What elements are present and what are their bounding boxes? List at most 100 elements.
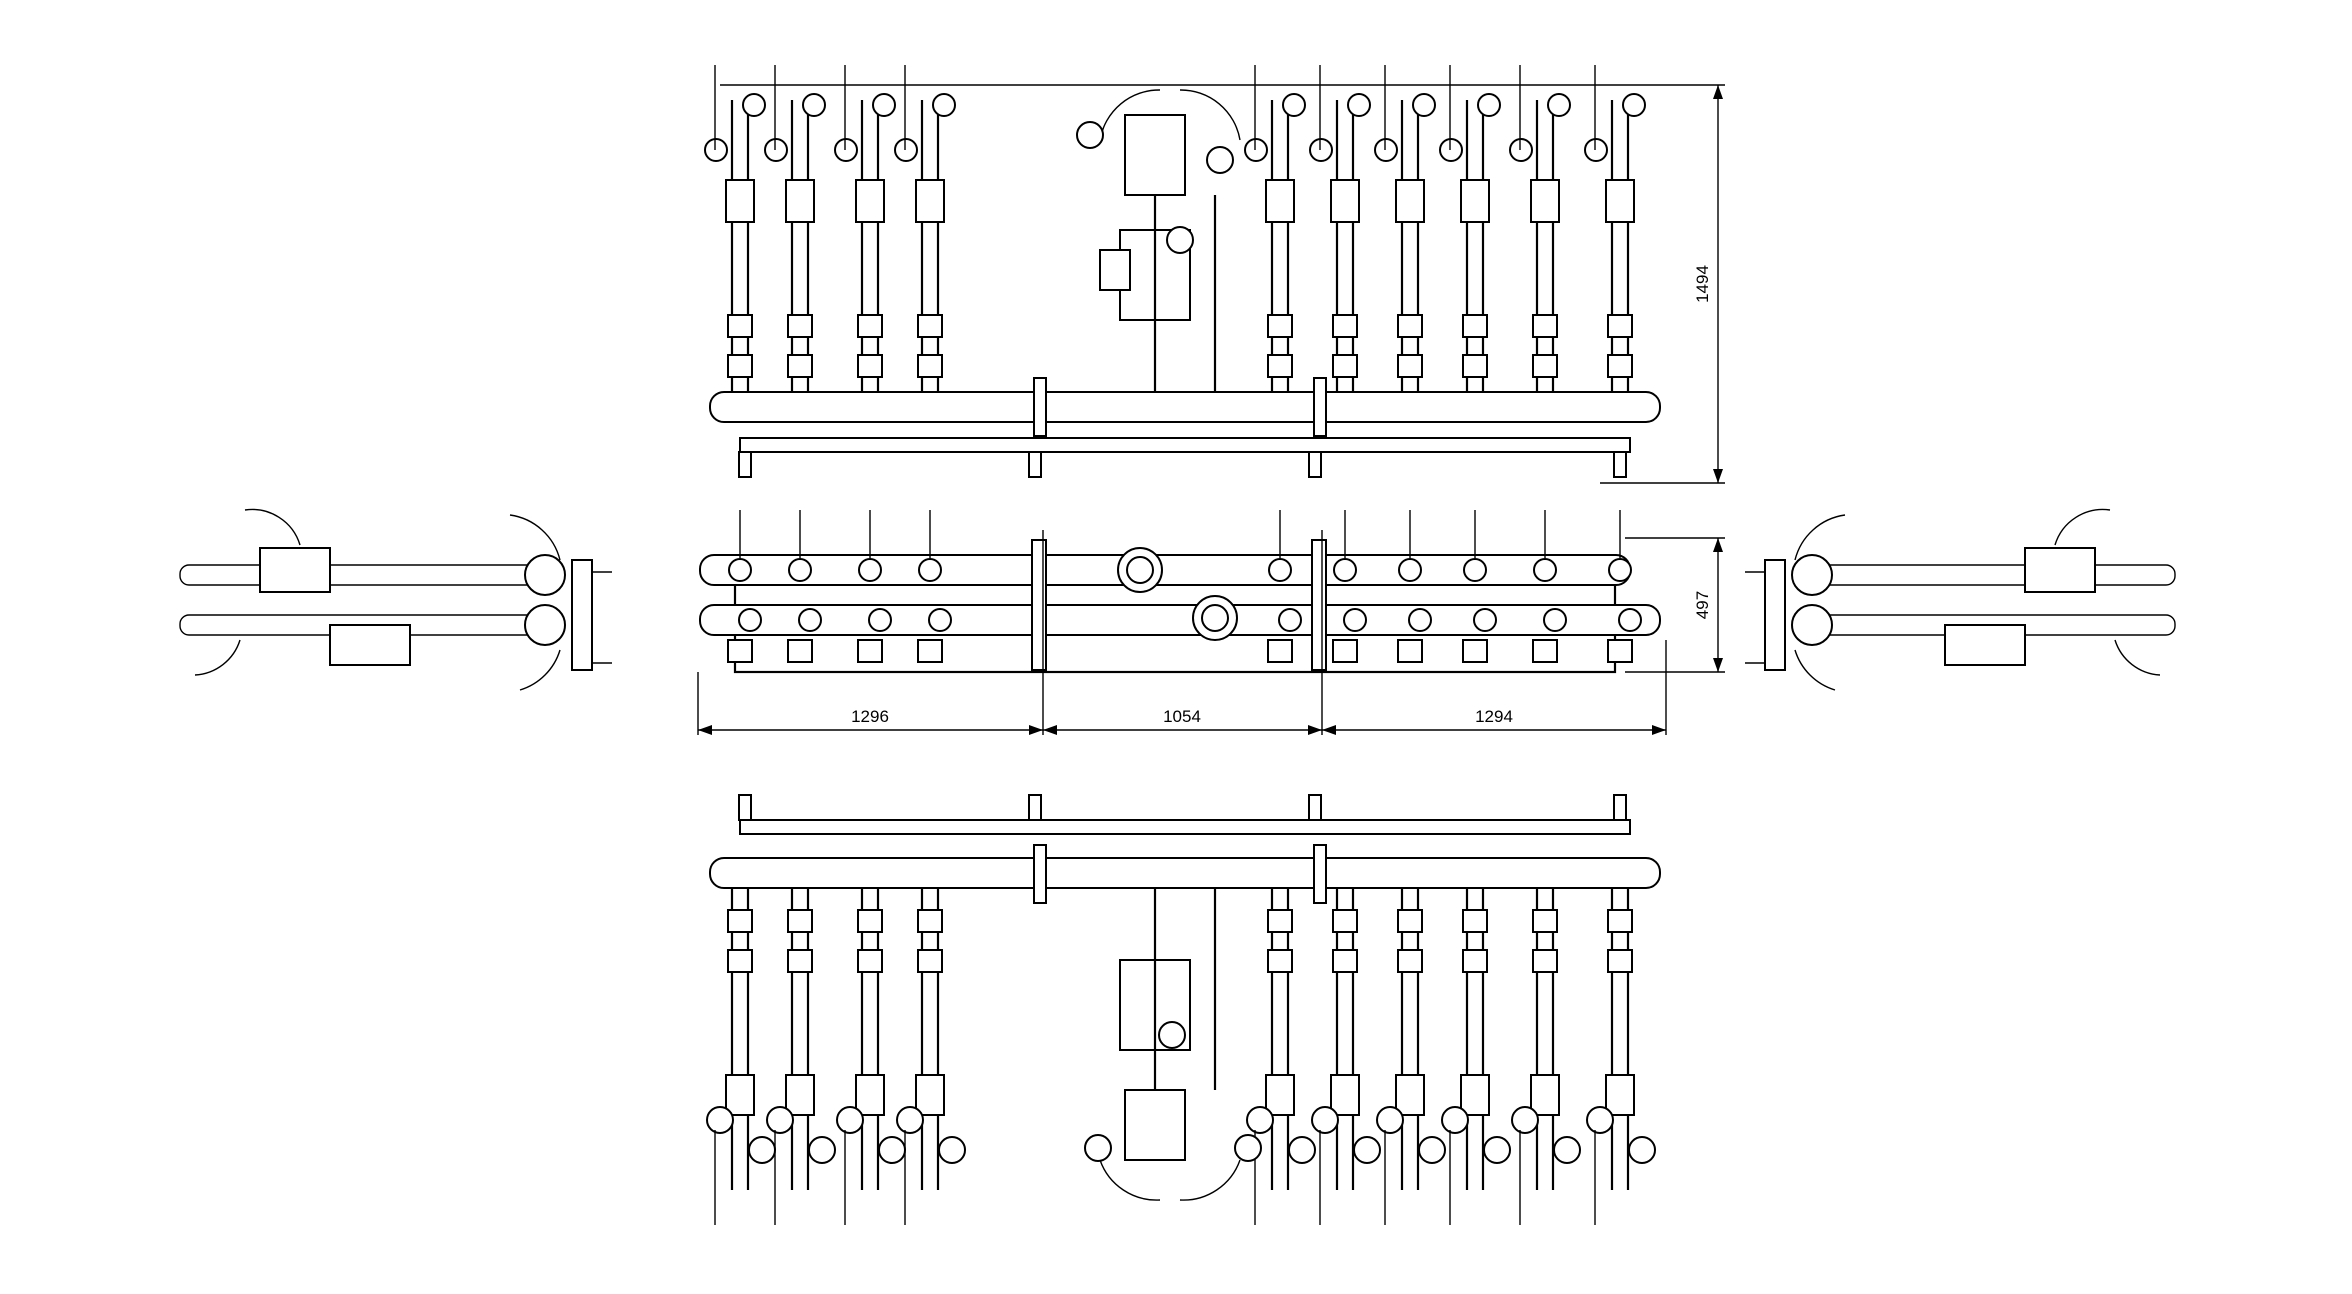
gauge-icon — [764, 138, 788, 162]
support-foot — [1028, 794, 1042, 821]
meter-body — [915, 179, 945, 223]
valve-icon — [918, 558, 942, 582]
support-foot — [1613, 451, 1627, 478]
valve-icon — [1343, 608, 1367, 632]
valve-body — [917, 354, 943, 378]
valve-body — [1530, 1074, 1560, 1116]
gauge-icon — [1309, 138, 1333, 162]
valve-icon — [1608, 558, 1632, 582]
gauge-icon — [1353, 1136, 1381, 1164]
gauge-icon — [1282, 93, 1306, 117]
gauge-icon — [704, 138, 728, 162]
dim-1294: 1294 — [1475, 707, 1513, 726]
valve-body — [787, 639, 813, 663]
valve-body — [1532, 314, 1558, 338]
valve-body — [727, 639, 753, 663]
valve-body — [787, 314, 813, 338]
dim-497: 497 — [1693, 591, 1712, 619]
valve-body — [1607, 314, 1633, 338]
dim-1296: 1296 — [851, 707, 889, 726]
riser-group — [706, 888, 1656, 1225]
valve-body — [1397, 354, 1423, 378]
meter-body — [855, 179, 885, 223]
valve-body — [1532, 909, 1558, 933]
valve-body — [1332, 909, 1358, 933]
gauge-icon — [1311, 1106, 1339, 1134]
top-view — [699, 510, 1661, 674]
gauge-icon — [1288, 1136, 1316, 1164]
valve-body — [917, 909, 943, 933]
meter-body — [1395, 179, 1425, 223]
gauge-icon — [1622, 93, 1646, 117]
meter-body — [1460, 179, 1490, 223]
valve-body — [1462, 949, 1488, 973]
meter-body — [1530, 179, 1560, 223]
gauge-icon — [1586, 1106, 1614, 1134]
gauge-icon — [1374, 138, 1398, 162]
gauge-icon — [802, 93, 826, 117]
valve-body — [1462, 909, 1488, 933]
valve-body — [857, 314, 883, 338]
valve-body — [1607, 354, 1633, 378]
valve-body — [857, 949, 883, 973]
valve-body — [1532, 639, 1558, 663]
valve-body — [727, 314, 753, 338]
valve-body — [1397, 639, 1423, 663]
support-foot — [738, 794, 752, 821]
valve-body — [857, 909, 883, 933]
gauge-icon — [1418, 1136, 1446, 1164]
gauge-icon — [1628, 1136, 1656, 1164]
valve-body — [1462, 354, 1488, 378]
valve-body — [1460, 1074, 1490, 1116]
gauge-icon — [878, 1136, 906, 1164]
valve-body — [855, 1074, 885, 1116]
valve-icon — [798, 608, 822, 632]
valve-body — [727, 949, 753, 973]
valve-body — [1397, 949, 1423, 973]
valve-icon — [1473, 608, 1497, 632]
meter-body — [1605, 179, 1635, 223]
central-pump-group — [1076, 89, 1241, 392]
valve-icon — [1398, 558, 1422, 582]
gauge-icon — [1246, 1106, 1274, 1134]
valve-body — [917, 314, 943, 338]
valve-body — [1265, 1074, 1295, 1116]
support-foot — [1308, 451, 1322, 478]
support-feet — [738, 451, 1627, 478]
valve-icon — [1278, 608, 1302, 632]
valve-icon — [1618, 608, 1642, 632]
valve-body — [727, 354, 753, 378]
valve-body — [1607, 949, 1633, 973]
gauge-icon — [938, 1136, 966, 1164]
gauge-icon — [1412, 93, 1436, 117]
valve-icon — [1408, 608, 1432, 632]
gauge-icon — [1547, 93, 1571, 117]
meter-body — [1265, 179, 1295, 223]
valve-body — [1332, 354, 1358, 378]
valve-icon — [1543, 608, 1567, 632]
valve-icon — [858, 558, 882, 582]
valve-body — [1605, 1074, 1635, 1116]
valve-row — [727, 510, 1642, 663]
gauge-icon — [836, 1106, 864, 1134]
valve-body — [1332, 949, 1358, 973]
gauge-icon — [872, 93, 896, 117]
dim-1494: 1494 — [1693, 265, 1712, 303]
valve-body — [915, 1074, 945, 1116]
valve-body — [1397, 314, 1423, 338]
height-dimension: 1494 — [1693, 85, 1723, 483]
gauge-icon — [1376, 1106, 1404, 1134]
valve-icon — [1333, 558, 1357, 582]
valve-body — [787, 354, 813, 378]
valve-body — [725, 1074, 755, 1116]
gauge-icon — [766, 1106, 794, 1134]
left-side-view — [179, 508, 612, 691]
valve-body — [1532, 949, 1558, 973]
valve-icon — [788, 558, 812, 582]
support-foot — [1613, 794, 1627, 821]
valve-body — [1607, 909, 1633, 933]
valve-body — [1332, 639, 1358, 663]
right-side-view — [1745, 508, 2176, 691]
meter-body — [785, 179, 815, 223]
valve-icon — [1533, 558, 1557, 582]
